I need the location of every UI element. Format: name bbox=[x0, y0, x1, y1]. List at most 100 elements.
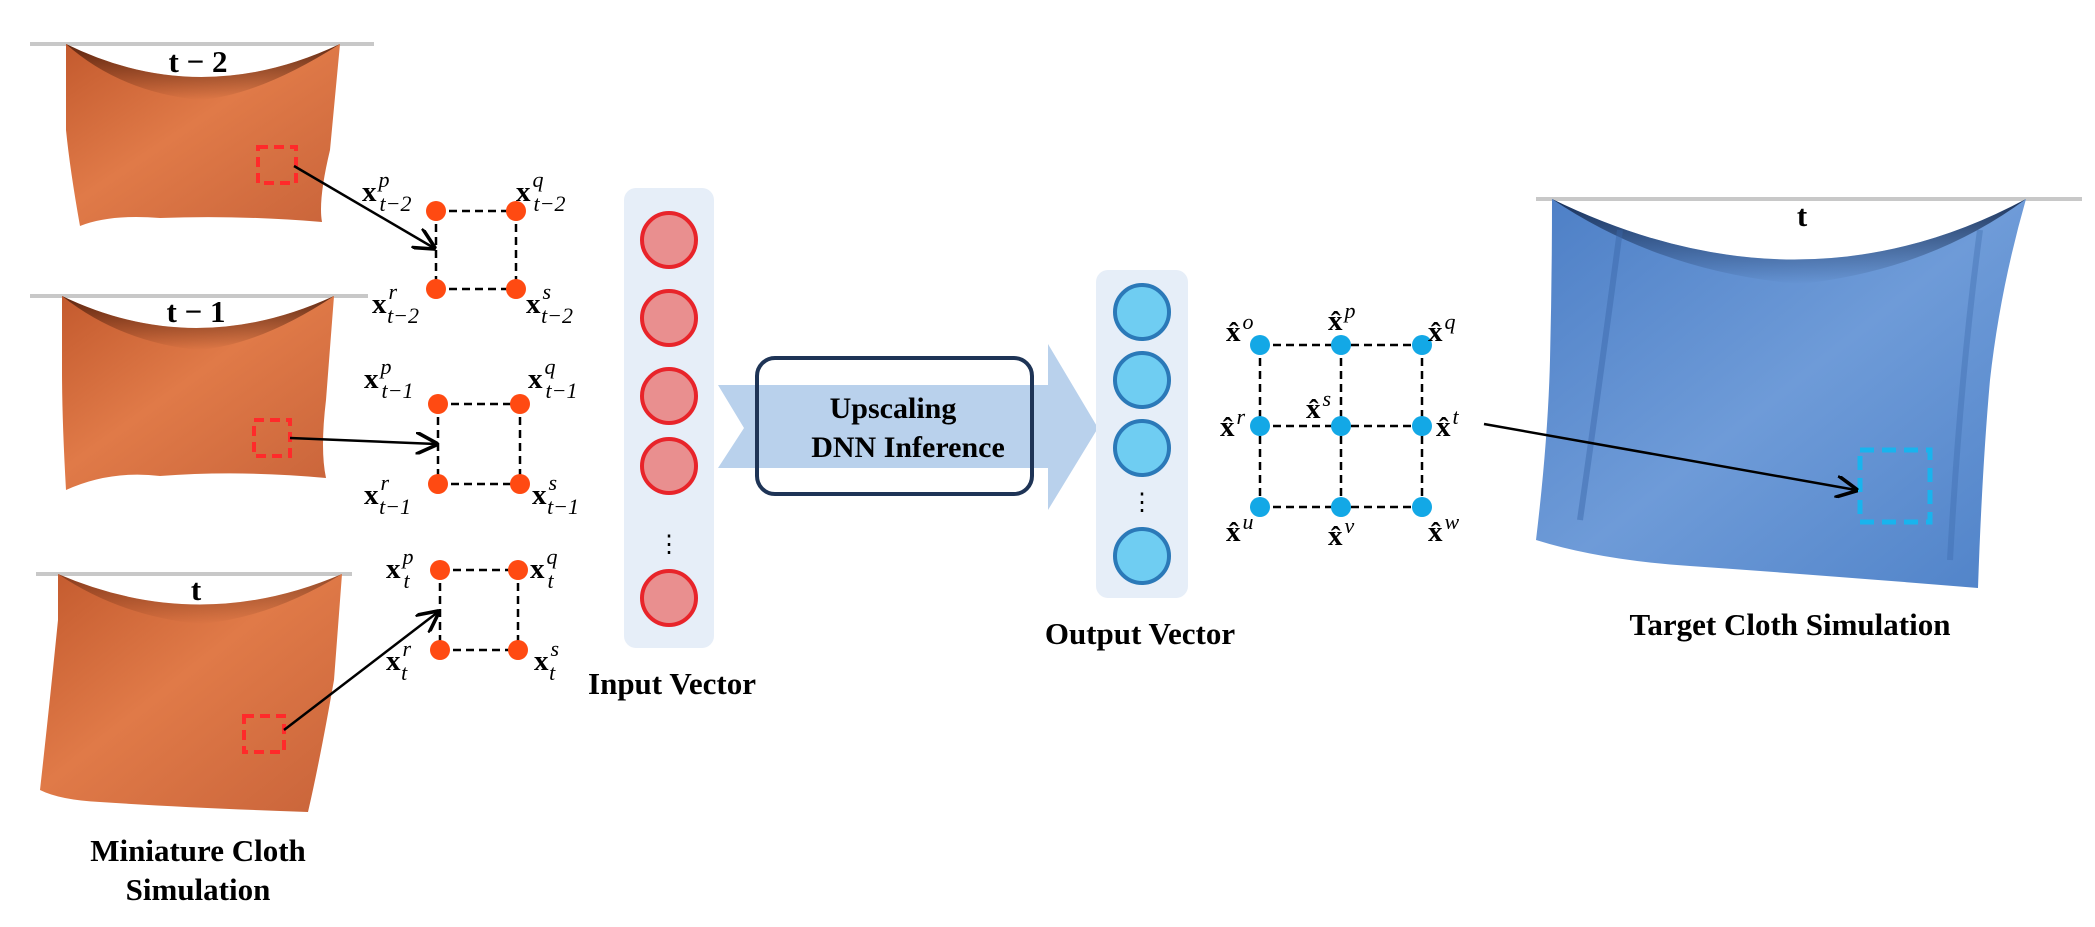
node-sup: q bbox=[545, 354, 556, 379]
patch-node bbox=[510, 394, 530, 414]
output-neuron bbox=[1113, 527, 1171, 585]
node-sub: t−2 bbox=[541, 303, 573, 328]
patch-node bbox=[428, 474, 448, 494]
node-sup: r bbox=[389, 279, 398, 304]
dnn-label-line1: Upscaling bbox=[830, 392, 957, 425]
orange-cloth bbox=[40, 574, 342, 812]
target-frame-label: t bbox=[1797, 198, 1808, 233]
node-sub: t bbox=[548, 568, 555, 593]
output-neuron bbox=[1113, 351, 1171, 409]
grid-label-u: x̂u bbox=[1226, 509, 1254, 548]
grid-label-p: x̂p bbox=[1328, 298, 1356, 337]
patch-node bbox=[430, 640, 450, 660]
grid-label-s: x̂s bbox=[1306, 386, 1331, 425]
node-base: x bbox=[364, 363, 379, 395]
grid-base: x̂ bbox=[1220, 411, 1235, 443]
patch-node bbox=[508, 560, 528, 580]
grid-sup: q bbox=[1445, 309, 1456, 334]
connector-arrow bbox=[289, 438, 436, 444]
node-base: x bbox=[362, 176, 377, 208]
miniature-label-line2: Simulation bbox=[126, 872, 271, 907]
grid-base: x̂ bbox=[1226, 316, 1241, 348]
grid-label-w: x̂w bbox=[1428, 509, 1460, 548]
node-base: x bbox=[364, 479, 379, 511]
connector-arrow bbox=[293, 164, 434, 248]
frame-label: t bbox=[191, 572, 202, 607]
input-vector-label: Input Vector bbox=[588, 666, 756, 701]
grid-label-q: x̂q bbox=[1428, 309, 1456, 348]
node-base: x bbox=[386, 645, 401, 677]
input-neuron bbox=[640, 569, 698, 627]
input-neuron bbox=[640, 211, 698, 269]
grid-node bbox=[1250, 497, 1270, 517]
node-base: x bbox=[516, 176, 531, 208]
patch-node bbox=[426, 279, 446, 299]
dnn-label-line2: DNN Inference bbox=[811, 431, 1005, 464]
node-sub: t bbox=[549, 660, 556, 685]
patch-node bbox=[506, 279, 526, 299]
output-neuron bbox=[1113, 419, 1171, 477]
node-sub: t bbox=[401, 660, 408, 685]
frame-label: t − 2 bbox=[169, 44, 228, 79]
miniature-label-line1: Miniature Cloth bbox=[90, 833, 306, 868]
target-label: Target Cloth Simulation bbox=[1630, 607, 1951, 642]
node-sup: p bbox=[401, 544, 414, 569]
node-base: x bbox=[528, 363, 543, 395]
grid-sup: o bbox=[1243, 309, 1254, 334]
node-sup: s bbox=[543, 279, 552, 304]
node-base: x bbox=[532, 479, 547, 511]
node-base: x bbox=[534, 645, 549, 677]
grid-sup: v bbox=[1345, 513, 1355, 538]
node-sub: t−2 bbox=[534, 191, 566, 216]
input-neuron bbox=[640, 437, 698, 495]
node-sub: t−1 bbox=[379, 494, 411, 519]
patch-node bbox=[506, 201, 526, 221]
cloth-fold-shadow bbox=[1552, 199, 2026, 284]
grid-label-t: x̂t bbox=[1436, 404, 1460, 443]
output-grid: x̂o x̂p x̂q x̂r x̂s x̂t x̂u x̂v x̂w bbox=[1220, 298, 1460, 552]
cloth-fold-shadow bbox=[66, 44, 340, 100]
target-cloth-frame: t bbox=[1536, 197, 2082, 588]
output-ellipsis: ⋮ bbox=[1130, 490, 1154, 516]
output-neuron bbox=[1113, 283, 1171, 341]
input-neuron bbox=[640, 289, 698, 347]
miniature-frame-t-minus-1: t − 1 bbox=[30, 294, 368, 490]
grid-node bbox=[1412, 497, 1432, 517]
grid-base: x̂ bbox=[1328, 520, 1343, 552]
node-sup: r bbox=[403, 636, 412, 661]
node-base: x bbox=[372, 288, 387, 320]
miniature-frame-t-minus-2: t − 2 bbox=[30, 42, 374, 226]
node-sub: t−2 bbox=[380, 191, 412, 216]
grid-node bbox=[1331, 497, 1351, 517]
grid-base: x̂ bbox=[1226, 516, 1241, 548]
node-sup: p bbox=[379, 354, 392, 379]
patch-node bbox=[508, 640, 528, 660]
node-sub: t−1 bbox=[382, 378, 414, 403]
grid-node bbox=[1250, 416, 1270, 436]
grid-sup: r bbox=[1237, 404, 1246, 429]
input-neuron bbox=[640, 367, 698, 425]
inference-arrow bbox=[718, 344, 1098, 510]
selection-square bbox=[256, 145, 298, 185]
grid-sup: t bbox=[1453, 404, 1460, 429]
node-sup: q bbox=[533, 167, 544, 192]
grid-base: x̂ bbox=[1328, 305, 1343, 337]
grid-sup: u bbox=[1243, 509, 1254, 534]
blue-cloth bbox=[1536, 199, 2026, 588]
grid-base: x̂ bbox=[1428, 516, 1443, 548]
grid-node bbox=[1412, 416, 1432, 436]
frame-label: t − 1 bbox=[167, 294, 226, 329]
patch-node bbox=[510, 474, 530, 494]
node-sup: s bbox=[551, 636, 560, 661]
